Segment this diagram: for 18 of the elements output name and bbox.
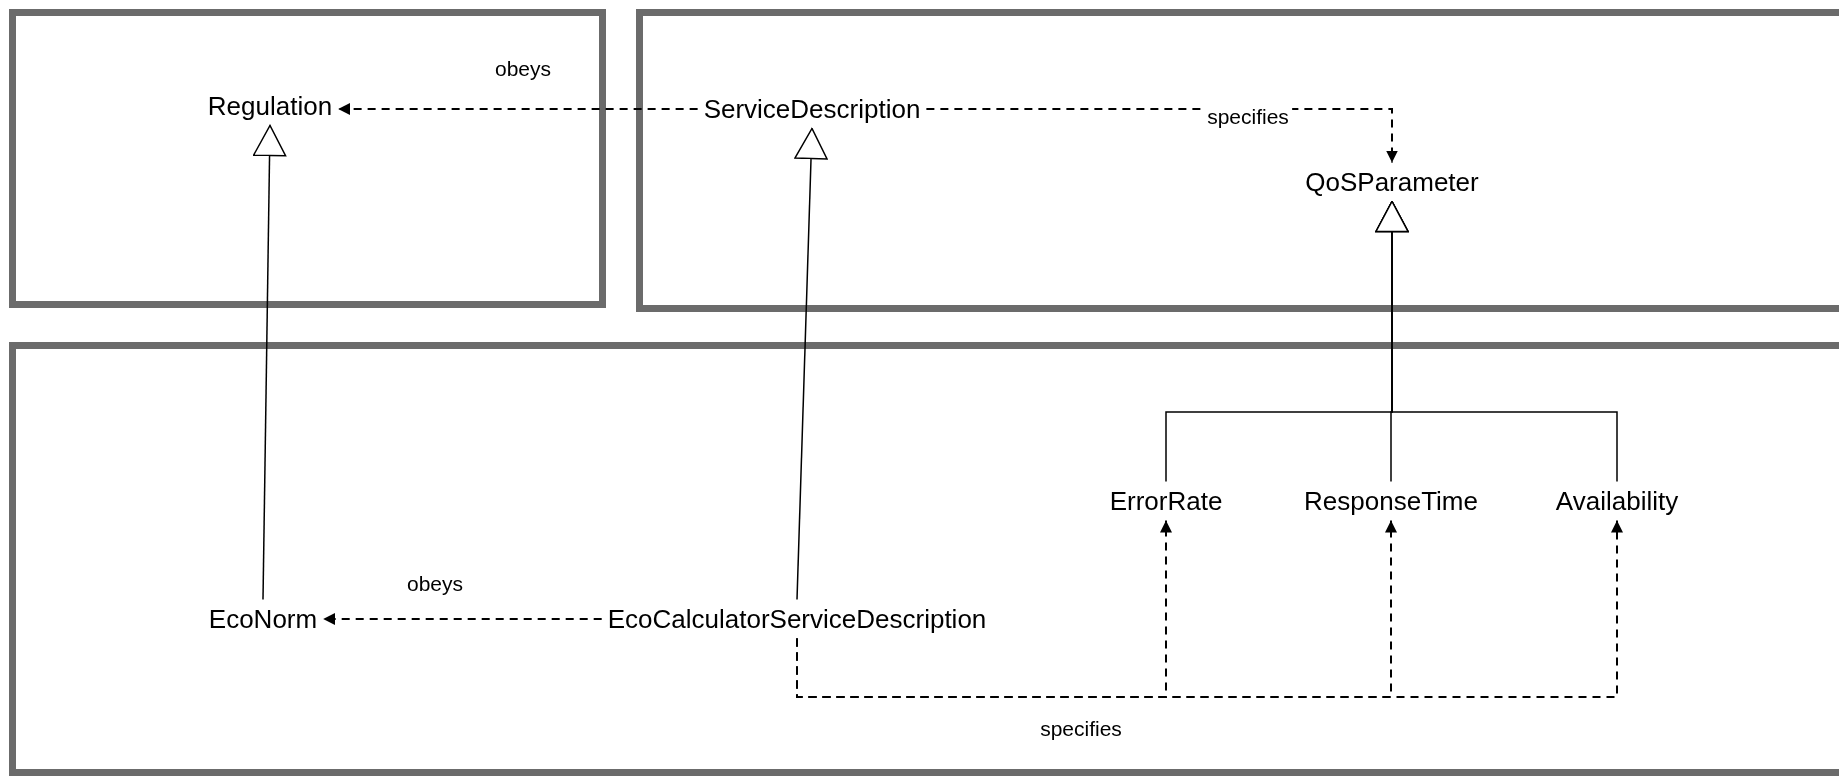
- package-frame: [636, 9, 1839, 312]
- package-frame: [9, 342, 1839, 776]
- dashed-arrow: [337, 103, 699, 115]
- generalization-arrow: [794, 127, 828, 601]
- class-name: Availability: [1549, 481, 1685, 521]
- generalization-arrow: [1375, 200, 1618, 483]
- class-name: QoSParameter: [1299, 162, 1485, 202]
- package-frame: [9, 9, 606, 308]
- class-name: ErrorRate: [1103, 481, 1229, 521]
- class-name: EcoNorm: [202, 599, 324, 639]
- class-name: ResponseTime: [1298, 481, 1484, 521]
- dashed-arrow: [322, 613, 603, 625]
- class-name: EcoCalculatorServiceDescription: [601, 599, 993, 639]
- generalization-arrow: [252, 124, 287, 601]
- dashed-arrow: [796, 519, 1623, 698]
- class-name: ServiceDescription: [697, 89, 927, 129]
- class-name: Regulation: [201, 86, 339, 126]
- edge-label: specifies: [1204, 105, 1292, 129]
